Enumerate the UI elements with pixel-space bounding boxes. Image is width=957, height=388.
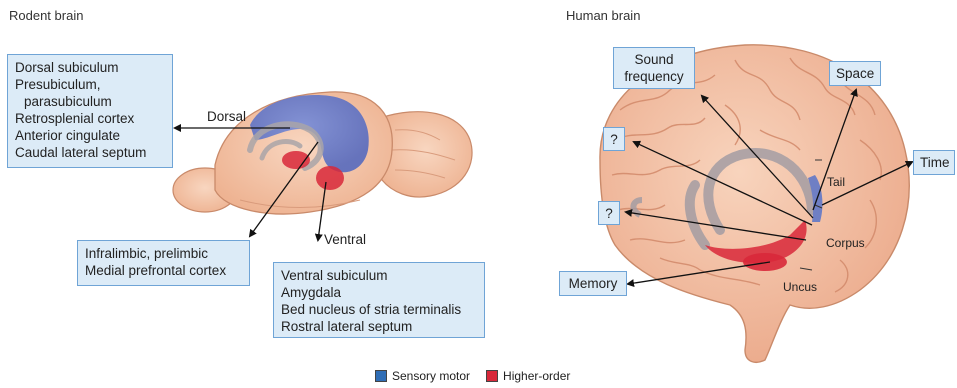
- space-box: Space: [829, 61, 881, 86]
- corpus-label: Corpus: [826, 236, 865, 250]
- legend-item-sensory-motor: Sensory motor: [375, 369, 470, 383]
- box-line: ?: [610, 131, 618, 148]
- dorsal-label: Dorsal: [207, 109, 246, 124]
- box-line: Memory: [566, 275, 620, 292]
- box-line: ?: [605, 205, 613, 222]
- box-line: Retrosplenial cortex: [15, 110, 165, 127]
- legend: Sensory motor Higher-order: [375, 369, 586, 383]
- box-line: Dorsal subiculum: [15, 59, 165, 76]
- box-line: Sound: [620, 51, 688, 68]
- box-line: Bed nucleus of stria terminalis: [281, 301, 477, 318]
- box-line: Rostral lateral septum: [281, 318, 477, 335]
- unknown-function-box-2: ?: [598, 201, 620, 225]
- box-line: Anterior cingulate: [15, 127, 165, 144]
- sound-frequency-box: Sound frequency: [613, 47, 695, 89]
- box-line: Medial prefrontal cortex: [85, 262, 242, 279]
- legend-item-higher-order: Higher-order: [486, 369, 570, 383]
- unknown-function-box-1: ?: [603, 127, 625, 151]
- box-line: Ventral subiculum: [281, 267, 477, 284]
- legend-swatch: [375, 370, 387, 382]
- box-line: parasubiculum: [15, 93, 165, 110]
- box-line: Presubiculum,: [15, 76, 165, 93]
- box-line: Caudal lateral septum: [15, 144, 165, 161]
- prefrontal-connections-box: Infralimbic, prelimbic Medial prefrontal…: [77, 240, 250, 286]
- memory-box: Memory: [559, 271, 627, 296]
- legend-label: Higher-order: [503, 369, 570, 383]
- human-brain: [600, 45, 909, 362]
- box-line: Time: [920, 154, 948, 171]
- ventral-label: Ventral: [324, 232, 366, 247]
- box-line: Infralimbic, prelimbic: [85, 245, 242, 262]
- dorsal-connections-box: Dorsal subiculum Presubiculum, parasubic…: [7, 54, 173, 168]
- uncus-label: Uncus: [783, 280, 817, 294]
- box-line: Amygdala: [281, 284, 477, 301]
- human-panel-title: Human brain: [566, 8, 640, 23]
- ventral-connections-box: Ventral subiculum Amygdala Bed nucleus o…: [273, 262, 485, 338]
- legend-label: Sensory motor: [392, 369, 470, 383]
- box-line: Space: [836, 65, 874, 82]
- rodent-panel-title: Rodent brain: [9, 8, 83, 23]
- time-box: Time: [913, 150, 955, 175]
- box-line: frequency: [620, 68, 688, 85]
- tail-label: Tail: [827, 175, 845, 189]
- legend-swatch: [486, 370, 498, 382]
